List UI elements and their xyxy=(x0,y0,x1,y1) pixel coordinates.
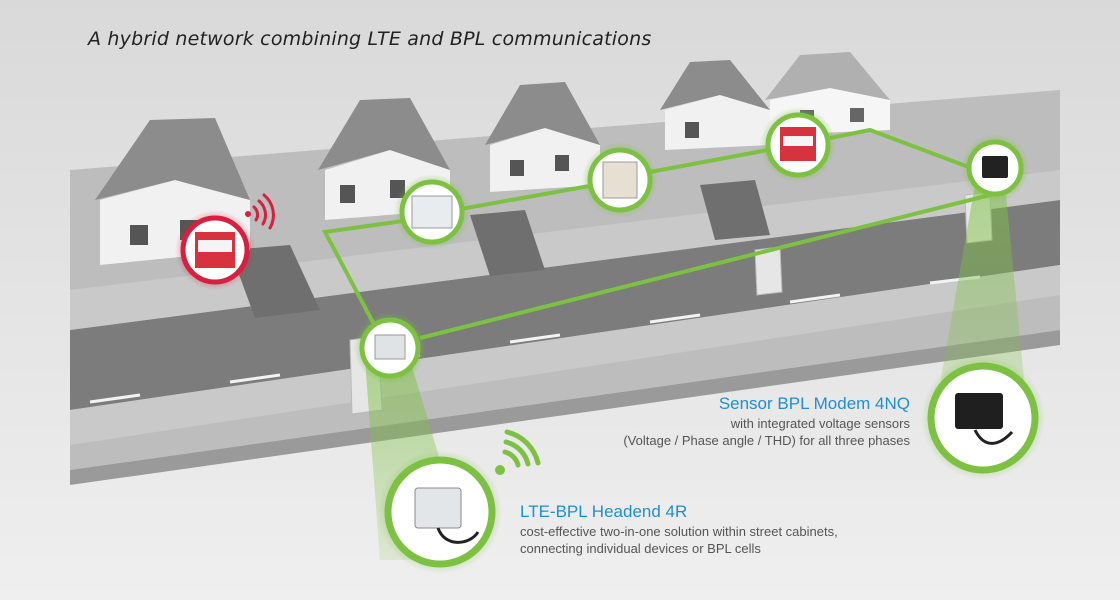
headend-desc-1: cost-effective two-in-one solution withi… xyxy=(520,523,880,540)
headend-marker-small xyxy=(354,312,426,384)
sensor-modem-title: Sensor BPL Modem 4NQ xyxy=(600,393,910,415)
meter-marker-3 xyxy=(760,107,836,183)
meter-marker-1 xyxy=(394,174,470,250)
meter-marker-2 xyxy=(582,142,658,218)
headend-callout xyxy=(378,450,502,574)
sensor-modem-label: Sensor BPL Modem 4NQ with integrated vol… xyxy=(600,393,910,449)
page-caption: A hybrid network combining LTE and BPL c… xyxy=(88,28,651,50)
headend-label: LTE-BPL Headend 4R cost-effective two-in… xyxy=(520,501,880,557)
sensor-marker-small xyxy=(961,134,1029,202)
headend-title: LTE-BPL Headend 4R xyxy=(520,501,880,523)
meter-marker-lte xyxy=(175,210,255,290)
sensor-modem-desc-2: (Voltage / Phase angle / THD) for all th… xyxy=(600,432,910,449)
sensor-modem-desc-1: with integrated voltage sensors xyxy=(600,415,910,432)
headend-desc-2: connecting individual devices or BPL cel… xyxy=(520,540,880,557)
sensor-modem-callout xyxy=(921,356,1045,480)
